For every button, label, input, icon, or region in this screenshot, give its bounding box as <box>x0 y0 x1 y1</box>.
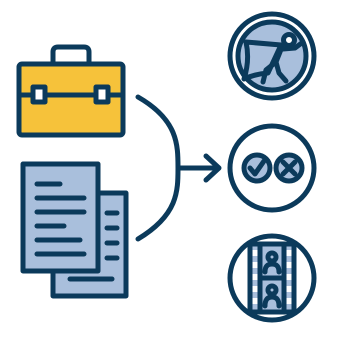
film-strip-icon <box>227 233 317 323</box>
check-cross-icon <box>227 123 317 213</box>
superhero-icon <box>227 11 317 101</box>
documents-icon <box>20 161 129 299</box>
merge-arrow <box>135 94 222 242</box>
briefcase-icon <box>16 44 126 138</box>
